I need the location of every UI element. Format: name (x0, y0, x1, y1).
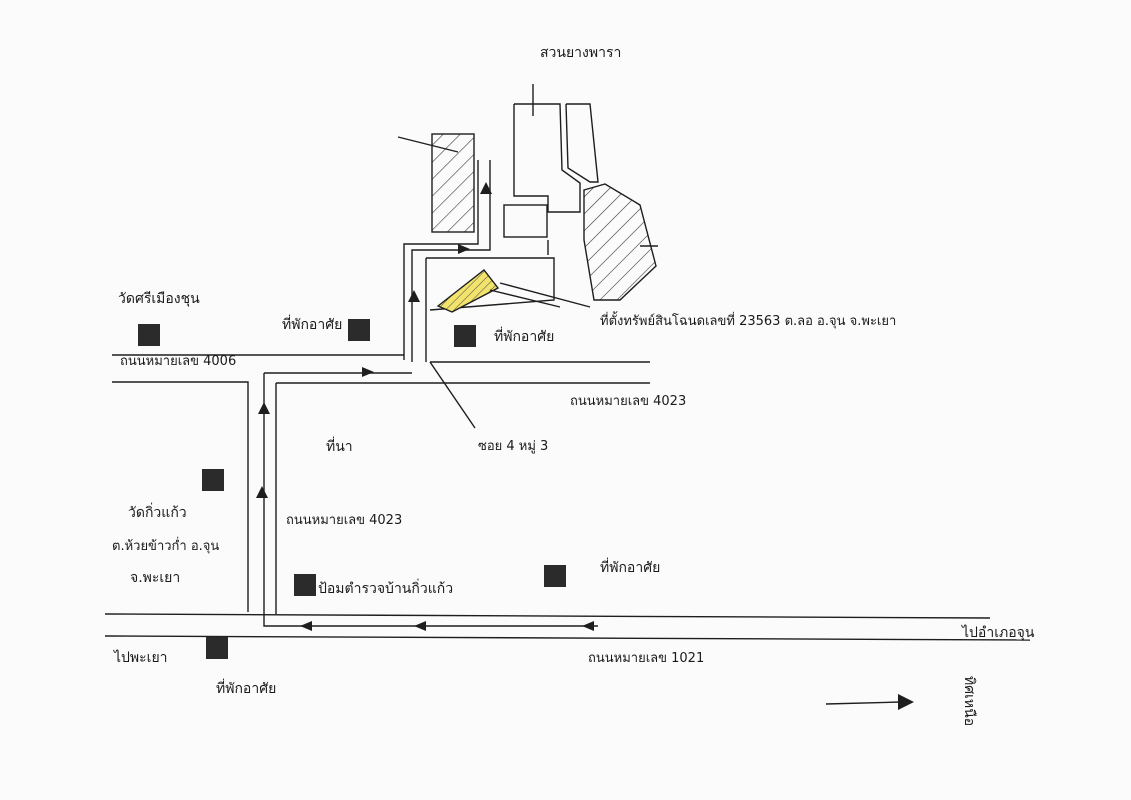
label-residence-1: ที่พักอาศัย (282, 317, 343, 333)
hatched-building-left (431, 133, 475, 233)
arrow-right-icon (362, 367, 374, 377)
building-residence-4 (206, 637, 228, 659)
label-north: ทิศเหนือ (961, 676, 977, 727)
arrow-right-icon (458, 244, 470, 254)
label-wat-kiew: วัดกิ่วแก้ว (128, 505, 187, 521)
arrow-up-icon (258, 402, 270, 414)
label-road-1021: ถนนหมายเลข 1021 (588, 651, 705, 666)
arrow-up-icon (408, 290, 420, 302)
parcel-garden-b (565, 103, 599, 183)
label-tambon: ต.ห้วยข้าวก่ำ อ.จุน (112, 539, 220, 554)
label-residence-2: ที่พักอาศัย (494, 329, 555, 345)
road-1021-top (104, 613, 991, 619)
building-police (294, 574, 316, 596)
label-residence-4: ที่พักอาศัย (216, 681, 277, 697)
label-province: จ.พะเยา (130, 570, 181, 586)
label-road-4023-a: ถนนหมายเลข 4023 (570, 394, 687, 409)
label-soi: ซอย 4 หมู่ 3 (478, 439, 549, 454)
label-rubber-garden: สวนยางพารา (540, 45, 622, 61)
label-property: ที่ตั้งทรัพย์สินโฉนดเลขที่ 23563 ต.ลอ อ.… (600, 314, 897, 329)
label-to-chun: ไปอำเภอจุน (962, 625, 1035, 641)
road-1021-bottom (104, 635, 1031, 641)
building-residence-3 (544, 565, 566, 587)
label-police-box: ป้อมตำรวจบ้านกิ่วแก้ว (318, 581, 454, 597)
label-road-4023-b: ถนนหมายเลข 4023 (286, 513, 403, 528)
label-to-phayao: ไปพะเยา (114, 650, 168, 666)
north-arrow-head-icon (898, 694, 914, 710)
label-residence-3: ที่พักอาศัย (600, 560, 661, 576)
building-wat-sri (138, 324, 160, 346)
label-road-4006: ถนนหมายเลข 4006 (120, 354, 237, 369)
arrow-left-icon (582, 621, 594, 631)
parcel-garden-a (513, 103, 581, 213)
label-wat-sri: วัดศรีเมืองชุน (118, 291, 200, 307)
parcel-small (503, 204, 548, 238)
property-parcel (426, 257, 555, 311)
arrow-left-icon (300, 621, 312, 631)
building-residence-1 (348, 319, 370, 341)
hatched-building-right (583, 183, 657, 301)
property-highlight (436, 269, 500, 313)
building-residence-2 (454, 325, 476, 347)
arrow-up-icon (480, 182, 492, 194)
arrow-left-icon (414, 621, 426, 631)
arrow-up-icon (256, 486, 268, 498)
label-paddy: ที่นา (326, 439, 353, 455)
north-arrow-line (825, 701, 901, 705)
building-wat-kiew (202, 469, 224, 491)
